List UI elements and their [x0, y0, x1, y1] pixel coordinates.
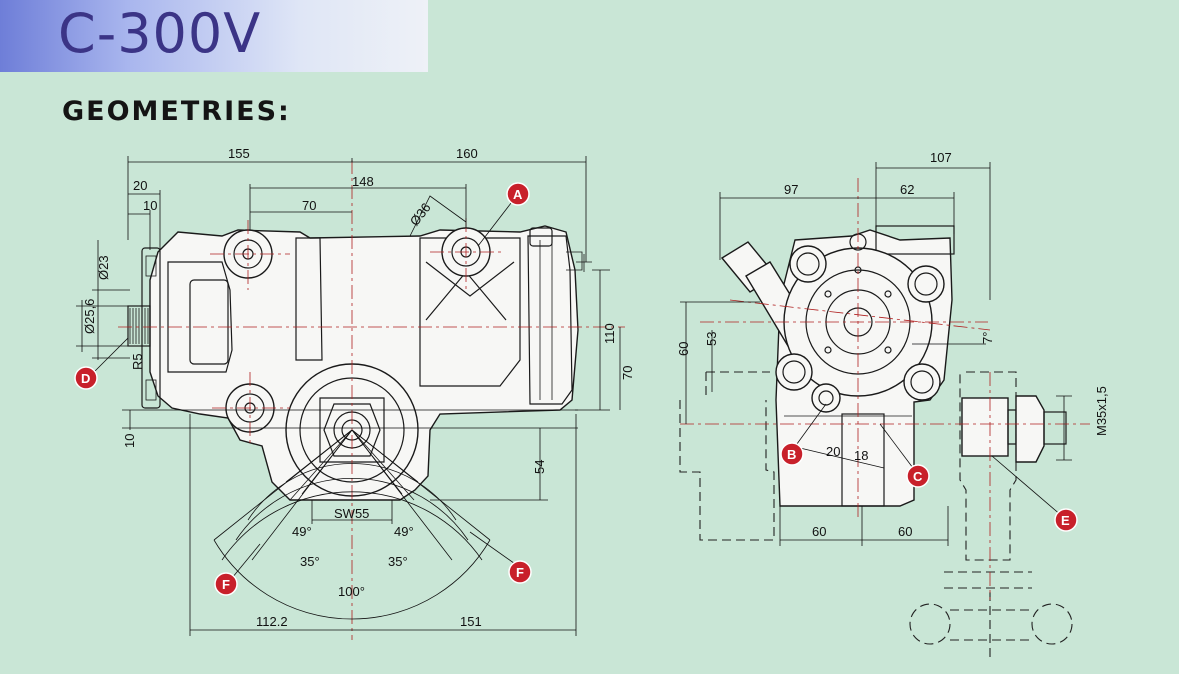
dim-m35: M35x1,5: [1094, 386, 1109, 436]
marker-b: B: [780, 442, 804, 466]
angle-35-right: 35°: [388, 554, 408, 569]
title-banner: C-300V: [0, 0, 428, 72]
section-heading: GEOMETRIES:: [62, 96, 291, 127]
page-title: C-300V: [58, 2, 262, 65]
dim-60-vertical: 60: [676, 342, 691, 356]
dim-10: 10: [143, 198, 157, 213]
dim-54: 54: [532, 460, 547, 474]
side-view: 107 97 62 60 53 7° 20 18 M35x1,5 60 60: [676, 150, 1109, 660]
angle-49-right: 49°: [394, 524, 414, 539]
dim-151: 151: [460, 614, 482, 629]
angle-7: 7°: [980, 332, 995, 344]
dim-20: 20: [133, 178, 147, 193]
front-view: 155 160 148 20 10 70 Ø36 Ø23 Ø25,6 R5 11…: [76, 146, 635, 640]
dim-dia256: Ø25,6: [82, 299, 97, 334]
dim-110: 110: [602, 323, 617, 344]
dim-dia36: Ø36: [407, 200, 434, 229]
angle-49-left: 49°: [292, 524, 312, 539]
dim-70-right: 70: [620, 366, 635, 380]
dim-155: 155: [228, 146, 250, 161]
dim-62: 62: [900, 182, 914, 197]
callout-leaders: [91, 193, 1063, 579]
dim-dia23: Ø23: [96, 255, 111, 280]
dim-148: 148: [352, 174, 374, 189]
svg-text:C: C: [913, 469, 923, 484]
dim-60-right: 60: [898, 524, 912, 539]
angle-100: 100°: [338, 584, 365, 599]
svg-text:F: F: [516, 565, 524, 580]
marker-d: D: [74, 366, 98, 390]
svg-text:B: B: [787, 447, 796, 462]
marker-a: A: [506, 182, 530, 206]
dim-53: 53: [704, 332, 719, 346]
dim-112-2: 112.2: [256, 614, 288, 629]
dim-20-side: 20: [826, 444, 840, 459]
dim-60-left: 60: [812, 524, 826, 539]
dim-sw55: SW55: [334, 506, 369, 521]
dim-r5: R5: [130, 353, 145, 370]
dim-18: 18: [854, 448, 868, 463]
svg-text:A: A: [513, 187, 523, 202]
marker-f-right: F: [508, 560, 532, 584]
angle-35-left: 35°: [300, 554, 320, 569]
svg-text:F: F: [222, 577, 230, 592]
marker-c: C: [906, 464, 930, 488]
dim-107: 107: [930, 150, 952, 165]
dim-70-top: 70: [302, 198, 316, 213]
dim-97: 97: [784, 182, 798, 197]
svg-text:E: E: [1061, 513, 1070, 528]
marker-e: E: [1054, 508, 1078, 532]
svg-text:D: D: [81, 371, 90, 386]
dim-10-bottom: 10: [122, 434, 137, 448]
marker-f-left: F: [214, 572, 238, 596]
dim-160: 160: [456, 146, 478, 161]
